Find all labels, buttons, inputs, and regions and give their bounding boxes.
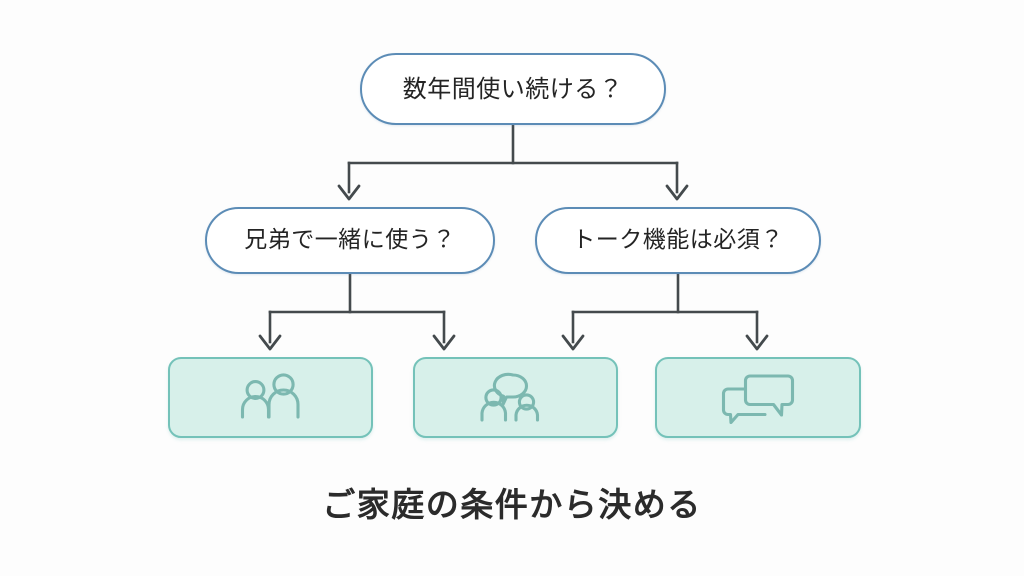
decision-node-siblings[interactable]: 兄弟で一緒に使う？ [205,207,495,274]
two-chat-bubbles-icon [720,372,796,424]
arrowhead-to-left [337,184,361,201]
outcome-card-two-people[interactable] [168,357,373,438]
arrowhead-to-right [665,184,689,201]
outcome-card-chat[interactable] [655,357,861,438]
arrowhead-to-card3 [745,334,769,351]
decision-node-talk-label: トーク機能は必須？ [572,227,784,253]
arrowhead-to-card1 [258,334,282,351]
decision-node-talk[interactable]: トーク機能は必須？ [535,207,821,274]
two-people-icon [235,372,307,423]
decision-node-siblings-label: 兄弟で一緒に使う？ [244,227,456,253]
arrowhead-to-card2-left [432,334,456,351]
caption-text: ご家庭の条件から決める [322,485,702,524]
people-with-speech-bubble-icon [479,371,553,425]
outcome-card-people-talking[interactable] [413,357,618,438]
arrowhead-to-card2-right [561,334,585,351]
decision-node-root-label: 数年間使い続ける？ [402,75,624,103]
decision-node-root[interactable]: 数年間使い続ける？ [360,53,666,125]
